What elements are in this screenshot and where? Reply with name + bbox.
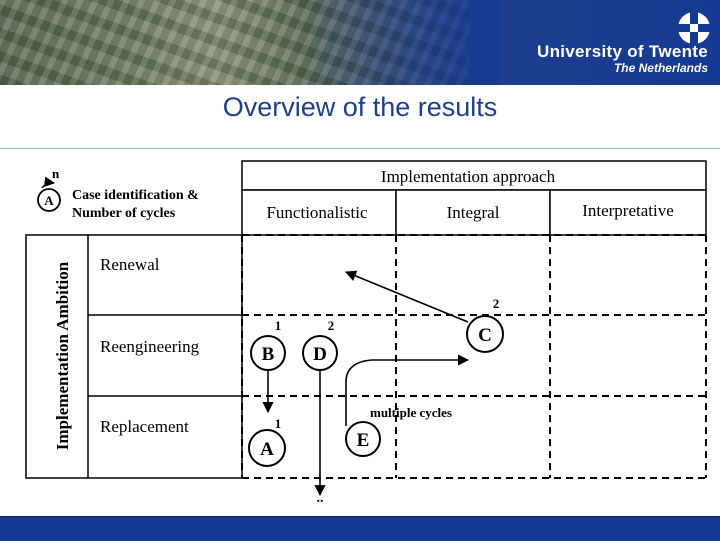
ambition-header-label: Implementation Ambition	[53, 261, 72, 450]
row-header-replacement: Replacement	[100, 417, 189, 436]
case-b: B	[251, 336, 285, 370]
approach-header-label: Implementation approach	[381, 167, 556, 186]
case-b-label: B	[262, 344, 275, 365]
case-a-label: A	[260, 439, 274, 460]
case-e-label: E	[357, 430, 370, 451]
results-diagram: n A Case identification & Number of cycl…	[0, 150, 720, 515]
case-e-cycles: multiple cycles	[370, 405, 452, 420]
case-e: E	[346, 422, 380, 456]
university-name: University of Twente	[537, 42, 708, 62]
column-header-functionalistic: Functionalistic	[266, 203, 368, 222]
column-header-interpretative: Interpretative	[582, 201, 674, 220]
university-logo-icon	[678, 12, 710, 44]
page-title: Overview of the results	[0, 92, 720, 123]
case-c-label: C	[478, 325, 492, 346]
row-header-reengineering: Reengineering	[100, 337, 200, 356]
svg-text:..: ..	[317, 491, 324, 506]
column-header-integral: Integral	[447, 203, 500, 222]
case-a: A	[249, 430, 285, 466]
legend-arrow	[42, 183, 54, 188]
case-c-cycles: 2	[493, 296, 500, 311]
approach-header: Implementation approach	[242, 161, 706, 190]
legend-node-label: A	[44, 193, 54, 208]
header-banner: University of Twente The Netherlands	[0, 0, 720, 85]
case-d-cycles: 2	[328, 318, 335, 333]
row-header-renewal: Renewal	[100, 255, 160, 274]
case-d-label: D	[313, 344, 327, 365]
legend-line1: Case identification &	[72, 188, 199, 203]
legend-line2: Number of cycles	[72, 206, 176, 221]
case-d: D	[303, 336, 337, 370]
footer-bar	[0, 516, 720, 541]
case-arrows	[268, 272, 468, 495]
legend-arrow-label: n	[52, 166, 60, 181]
column-headers: Functionalistic Integral Interpretative	[242, 190, 706, 235]
university-subtitle: The Netherlands	[614, 61, 708, 75]
case-c: C	[467, 316, 503, 352]
title-divider	[0, 148, 720, 149]
case-b-cycles: 1	[275, 318, 282, 333]
ambition-header: Implementation Ambition Renewal Reengine…	[26, 235, 242, 478]
legend: n A Case identification & Number of cycl…	[38, 166, 199, 221]
case-a-cycles: 1	[275, 416, 282, 431]
